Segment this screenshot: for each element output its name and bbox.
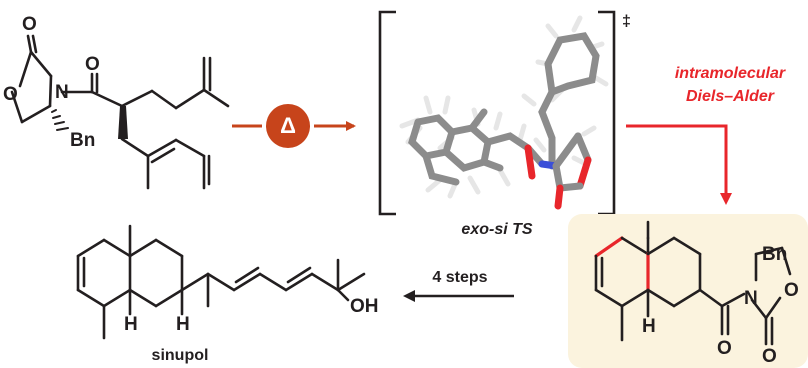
starting-material: O O O N Bn <box>3 14 230 190</box>
product-name: sinupol <box>152 347 209 364</box>
ts-caption: exo-si TS <box>461 221 532 238</box>
carbonyl-oxygen: O <box>717 338 732 359</box>
benzyl-group: Bn <box>70 130 95 151</box>
hydrogen-atom: H <box>642 316 656 337</box>
nitrogen-atom: N <box>744 288 758 309</box>
hydroxyl-group: OH <box>350 296 379 317</box>
steps-label: 4 steps <box>432 269 487 286</box>
product-box <box>568 214 808 368</box>
carbonyl-oxygen: O <box>22 14 37 35</box>
four-steps-arrow: 4 steps <box>403 269 514 302</box>
step-label-line2: Diels–Alder <box>686 88 775 105</box>
ring-oxygen: O <box>784 280 799 301</box>
cycloadduct: Bn N O O O H <box>568 214 808 368</box>
heat-arrow: Δ <box>232 104 356 148</box>
transition-state: ‡ <box>378 10 631 238</box>
benzyl-group: Bn <box>762 244 787 265</box>
ring-oxygen: O <box>3 84 18 105</box>
hashed-wedge <box>51 109 69 131</box>
step-label-line1: intramolecular <box>675 65 786 82</box>
heat-symbol: Δ <box>280 113 296 138</box>
heteroatom-tubes <box>524 132 592 210</box>
heat-circle <box>266 104 310 148</box>
sinupol-structure: H H OH sinupol <box>76 224 379 364</box>
imda-arrow: intramolecular Diels–Alder <box>626 65 786 205</box>
carbonyl-oxygen: O <box>85 54 100 75</box>
carbonyl-oxygen: O <box>762 346 777 367</box>
dagger-symbol: ‡ <box>622 13 631 30</box>
hydrogen-atom: H <box>176 314 190 335</box>
nitrogen-atom: N <box>55 82 69 103</box>
hydrogen-atom: H <box>124 314 138 335</box>
carbon-tubes <box>408 32 600 186</box>
